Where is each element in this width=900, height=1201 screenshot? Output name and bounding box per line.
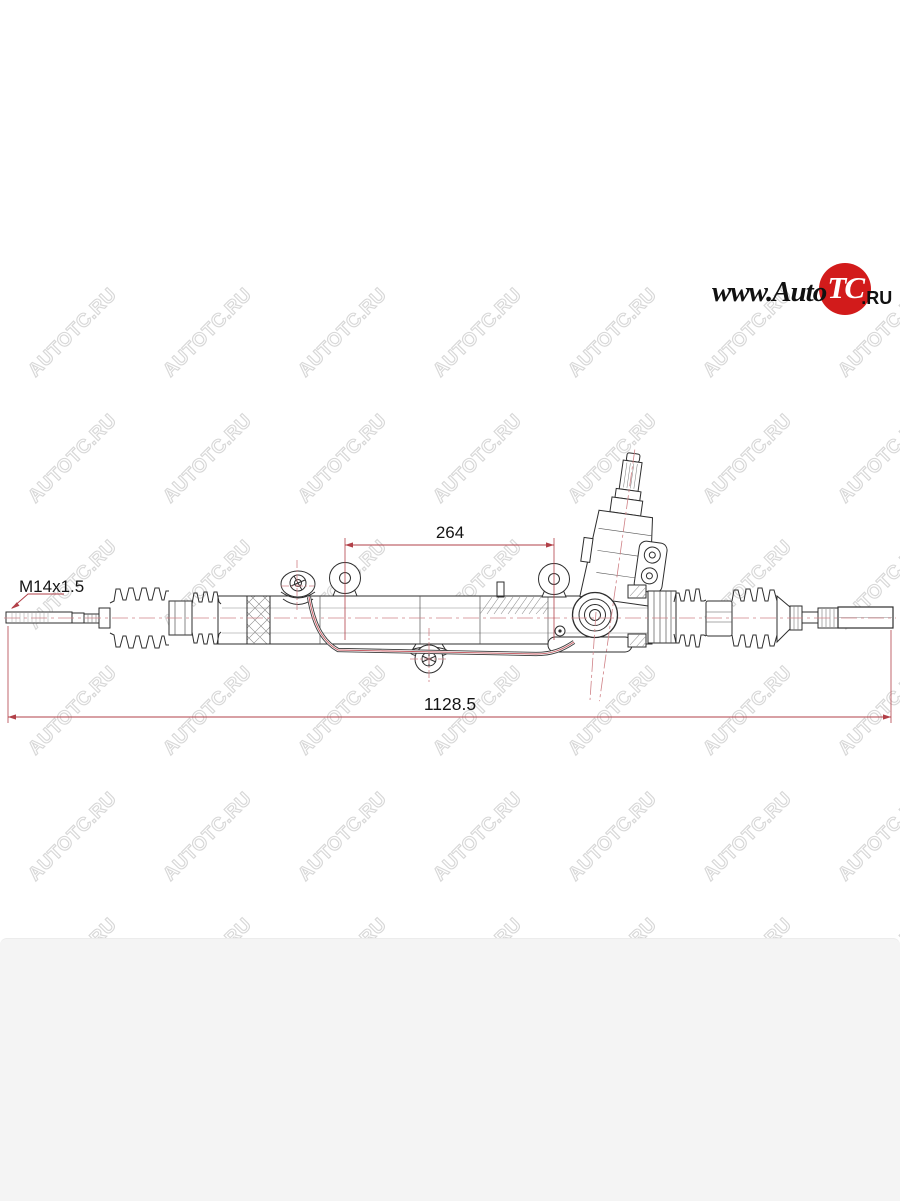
rubber-mount-left	[280, 570, 316, 605]
logo-www-auto: www.Auto	[712, 275, 827, 308]
right-tie-rod	[789, 605, 894, 631]
overall-length-label: 1128.5	[424, 694, 476, 714]
footer-panel	[0, 938, 900, 1201]
dimension-mount-span	[344, 538, 555, 640]
logo-ru-text: .RU	[861, 288, 893, 308]
right-bellows-boot	[647, 587, 791, 649]
logo-tc-badge: TC	[819, 263, 872, 315]
breather-nipple	[496, 581, 505, 598]
thread-spec-label: M14x1.5	[19, 577, 84, 596]
logo-tc-text: TC	[827, 270, 865, 305]
site-logo[interactable]: www.Auto TC .RU	[712, 261, 900, 317]
hydraulic-pipe	[306, 596, 576, 657]
steering-rack-diagram: M14x1.5 264 1128.5	[4, 449, 896, 723]
pinion-housing	[554, 584, 647, 648]
dimension-overall-length	[7, 626, 892, 723]
centerlines	[4, 449, 896, 702]
thread-label-leader	[11, 593, 64, 609]
valve-assembly	[579, 452, 668, 607]
mount-span-label: 264	[436, 523, 464, 542]
